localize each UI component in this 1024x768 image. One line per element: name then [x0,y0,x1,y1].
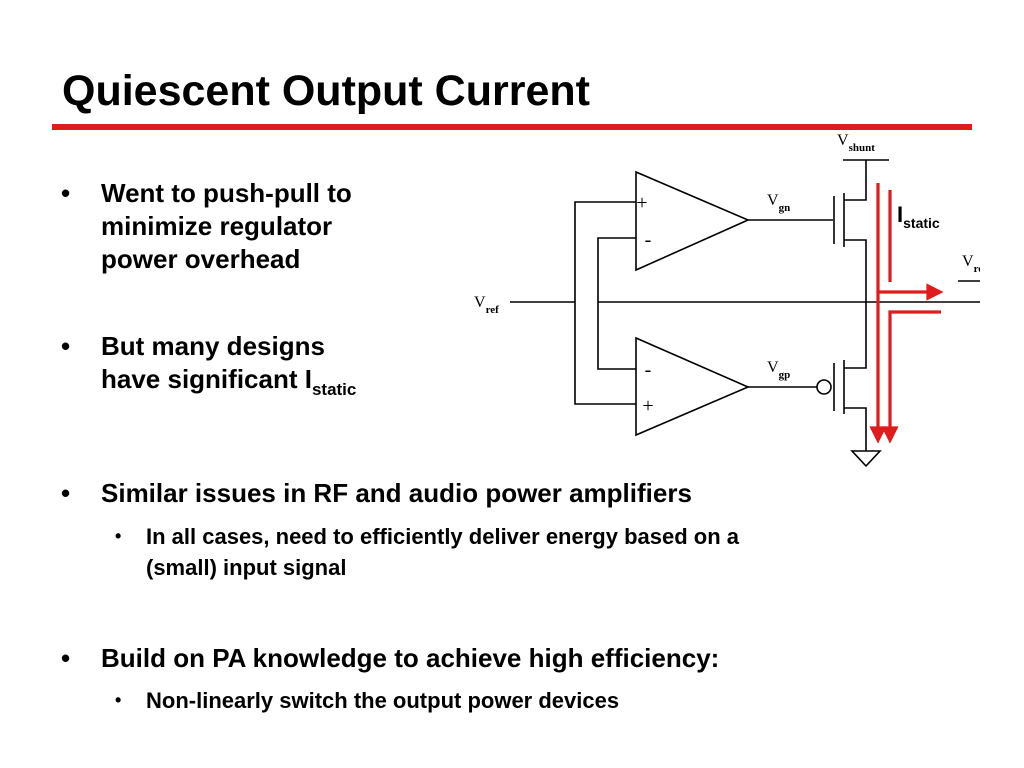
vgp-label: Vgp [767,359,790,381]
istatic-label: Istatic [897,202,940,231]
slide-title: Quiescent Output Current [62,67,590,115]
ground-symbol [850,450,882,468]
bullet-marker: • [61,331,71,361]
bullet-text-line: Build on PA knowledge to achieve high ef… [101,643,720,673]
bullet-text-line: In all cases, need to efficiently delive… [146,524,740,549]
bullet-text-line: Non-linearly switch the output power dev… [146,688,620,713]
opamp-bottom [635,336,751,437]
bullet-marker: • [115,526,122,546]
bullet-pa-knowledge: • Build on PA knowledge to achieve high … [61,642,720,675]
opamp-top-plus: + [636,192,647,214]
subscript: static [311,380,357,399]
opamp-bottom-minus: - [645,359,652,381]
nmos-drain-wire [844,160,867,201]
vref-label: Vref [474,294,499,316]
pmos-drain-wire [844,407,867,446]
arrowhead [926,283,944,301]
opamp-top-minus: - [645,229,652,251]
arrowhead [881,426,899,444]
pmos-gate-bubble [816,379,832,395]
bullet-marker: • [115,690,122,710]
bullet-text-line: (small) input signal [146,555,347,580]
bullet-marker: • [61,643,71,673]
bullet-marker: • [61,178,71,208]
istatic-arrow-from-vreg [888,310,941,428]
bullet-text-line: minimize regulator [101,211,333,241]
nmos-source-wire [844,239,867,302]
feedback-bus-wire [597,237,636,370]
bullet-marker: • [61,478,71,508]
bullet-text: have significant I [101,364,312,394]
bullet-text-line: But many designs [101,331,325,361]
pmos-source-wire [844,302,867,369]
sub-bullet-switch: • Non-linearly switch the output power d… [115,685,620,716]
bullet-rf-audio: • Similar issues in RF and audio power a… [61,477,692,510]
bullet-push-pull: • Went to push-pull to minimize regulato… [61,177,352,276]
arrowhead [869,426,887,444]
regulator-circuit-diagram: + - - + Vshunt Vgn Vgp Vref Vreg Istatic [474,132,980,468]
bullet-istatic: • But many designs have significant Ista… [61,330,356,399]
bullet-text-line: have significant Istatic [101,363,356,399]
bullet-text-line: Went to push-pull to [101,178,352,208]
title-underline [52,124,972,130]
vreg-label: Vreg [962,253,980,275]
opamp-top [635,170,750,272]
sub-bullet-all-cases: • In all cases, need to efficiently deli… [115,521,740,583]
current-arrows [869,183,944,444]
bullet-text-line: Similar issues in RF and audio power amp… [101,478,692,508]
bullet-text-line: power overhead [101,244,301,274]
vref-bus-wire [574,201,636,405]
vshunt-label: Vshunt [837,132,875,154]
vgn-label: Vgn [767,192,790,214]
opamp-bottom-plus: + [642,395,653,417]
istatic-arrow-to-vreg [876,183,928,294]
